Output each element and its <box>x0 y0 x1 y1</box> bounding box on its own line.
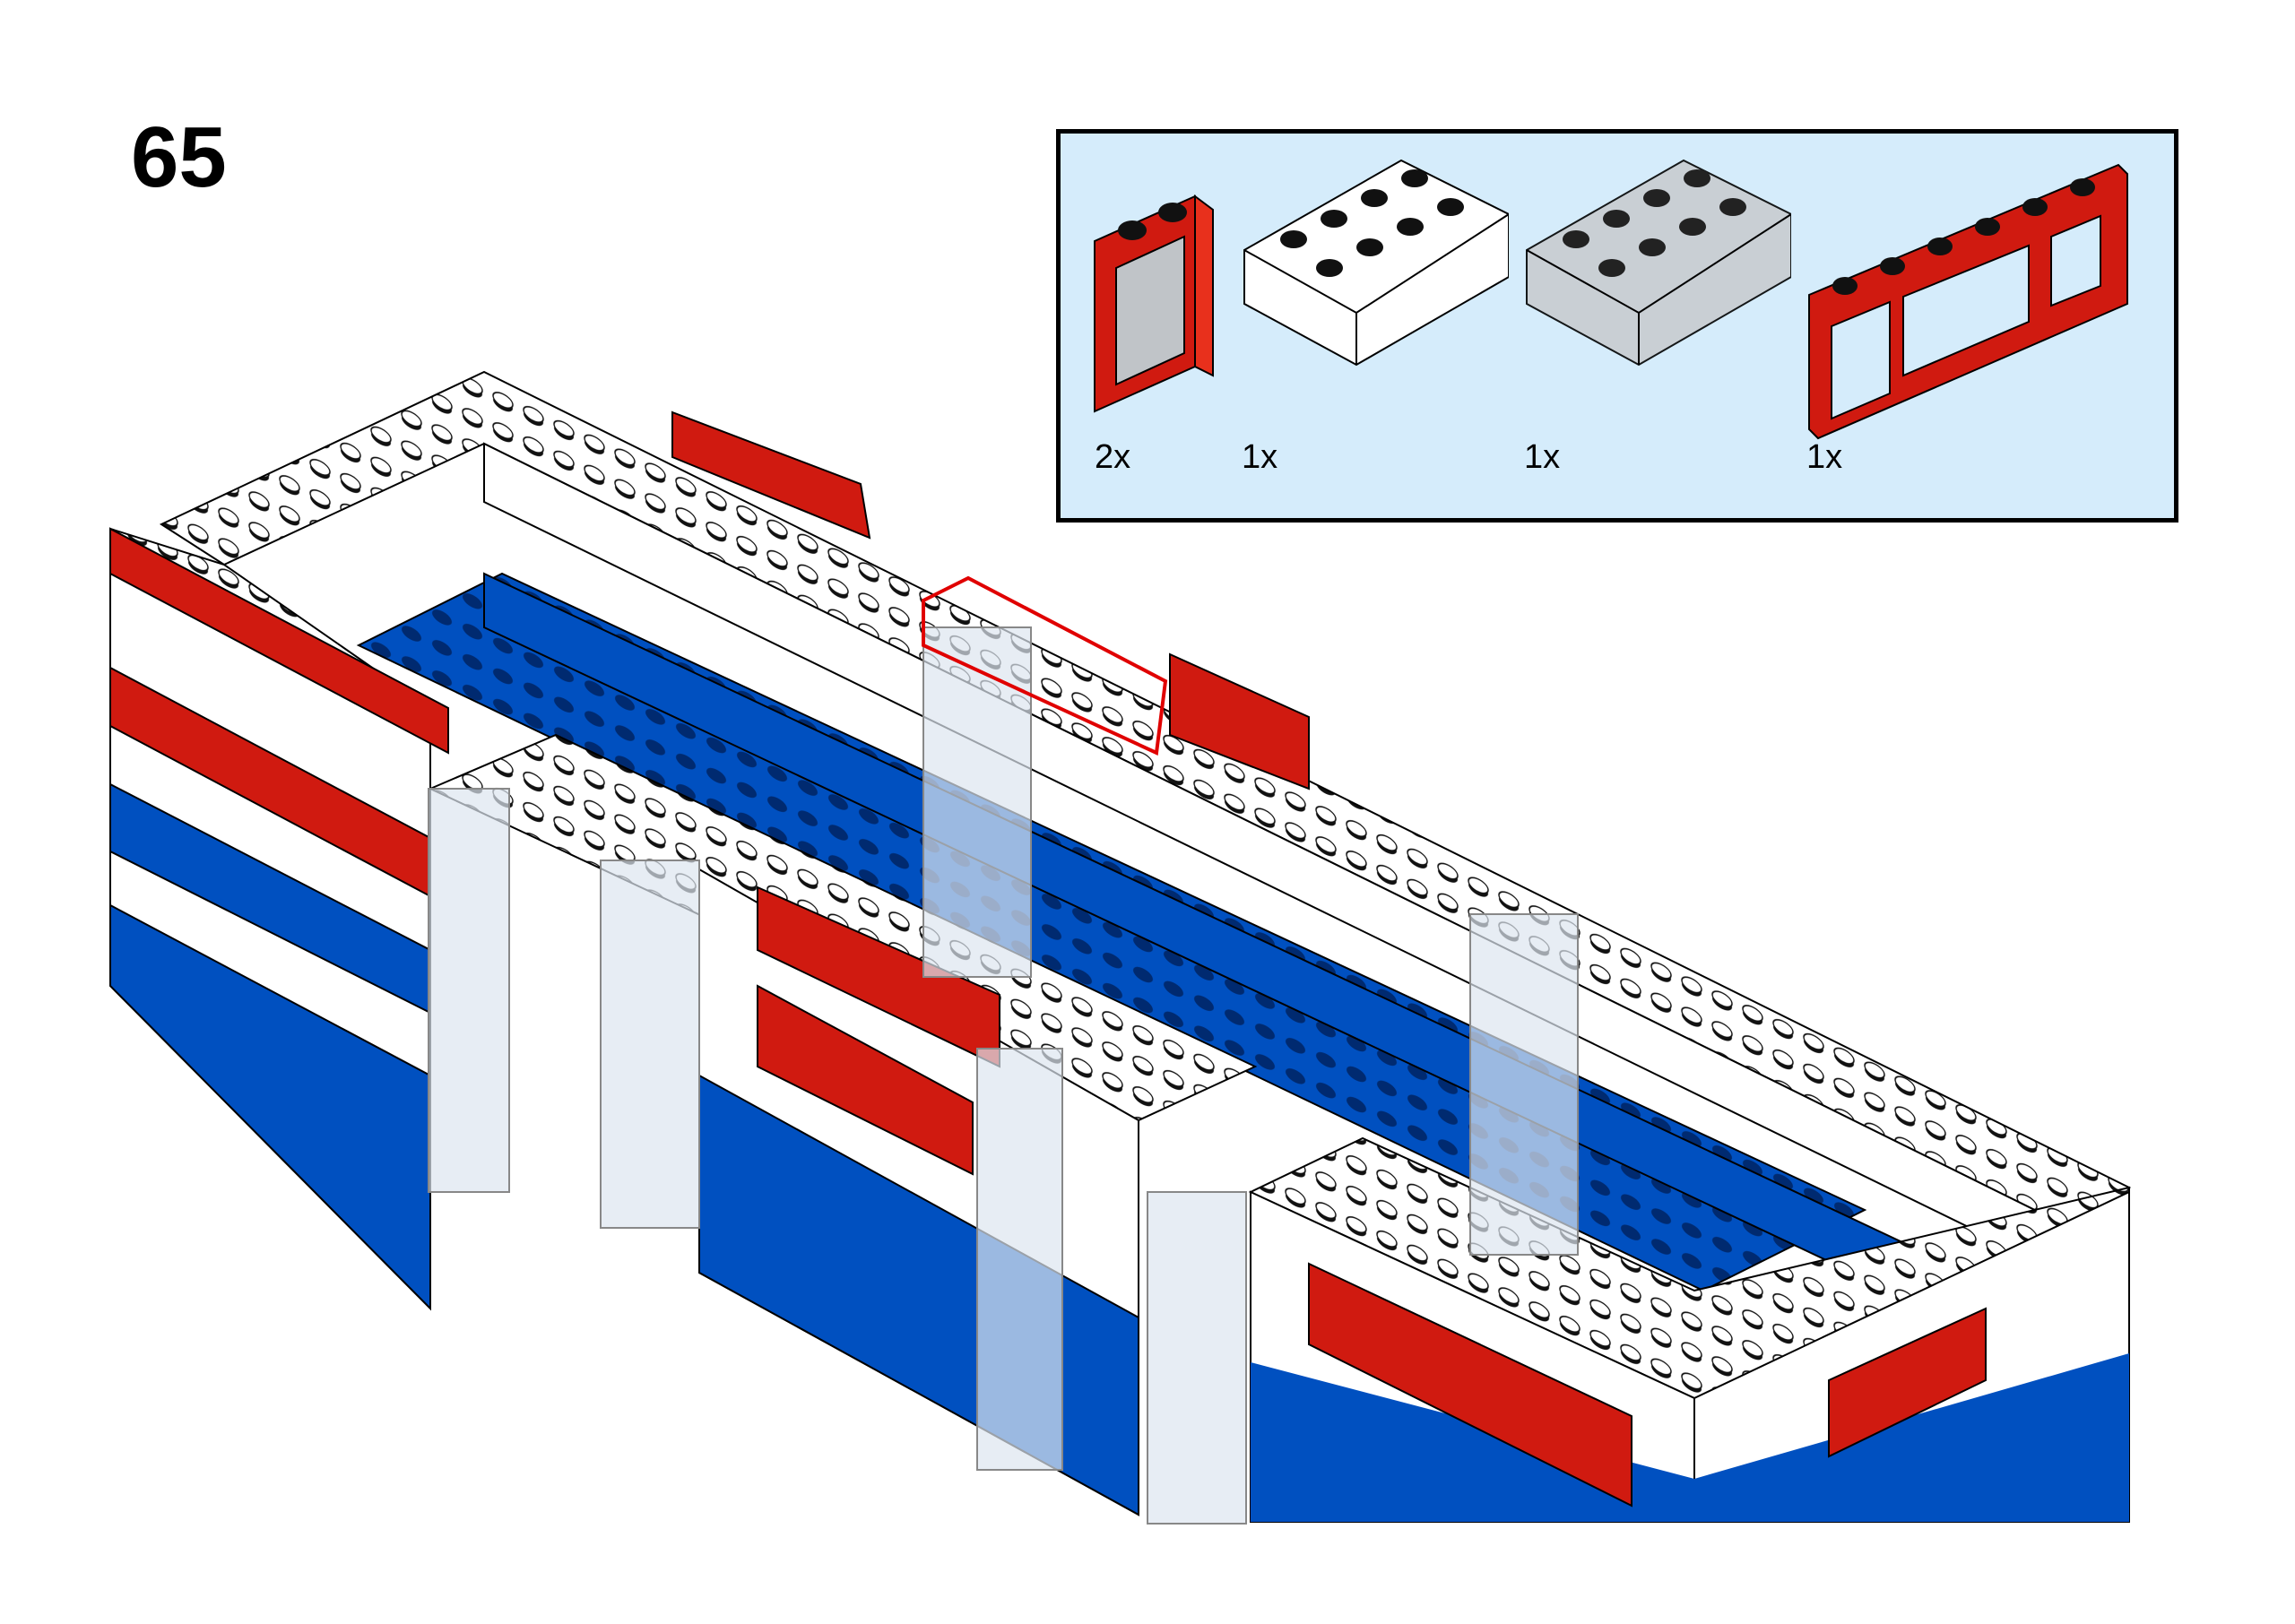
part-red-window-long: 1x <box>1805 134 2163 518</box>
part-quantity: 1x <box>1242 438 1278 476</box>
transparent-brick-icon <box>1526 159 1792 367</box>
left-wing-blue-base <box>109 903 431 1311</box>
parts-list-callout: 2x 1x 1x 1x <box>1056 129 2178 523</box>
new-white-brick-highlight <box>922 575 1168 756</box>
part-transparent-brick: 1x <box>1522 134 1792 518</box>
right-block-end-blue <box>1694 1353 2129 1522</box>
step-number: 65 <box>131 109 227 205</box>
red-window-long-icon <box>1808 163 2128 440</box>
new-red-windows <box>671 410 1310 790</box>
part-red-window-small: 2x <box>1087 134 1231 518</box>
part-quantity: 1x <box>1524 438 1561 476</box>
part-quantity: 1x <box>1806 438 1843 476</box>
right-block-red-windows <box>1308 1262 1987 1507</box>
part-quantity: 2x <box>1095 438 1131 476</box>
red-window-small-icon <box>1094 194 1214 413</box>
part-white-brick: 1x <box>1240 134 1510 518</box>
white-brick-icon <box>1243 159 1510 367</box>
